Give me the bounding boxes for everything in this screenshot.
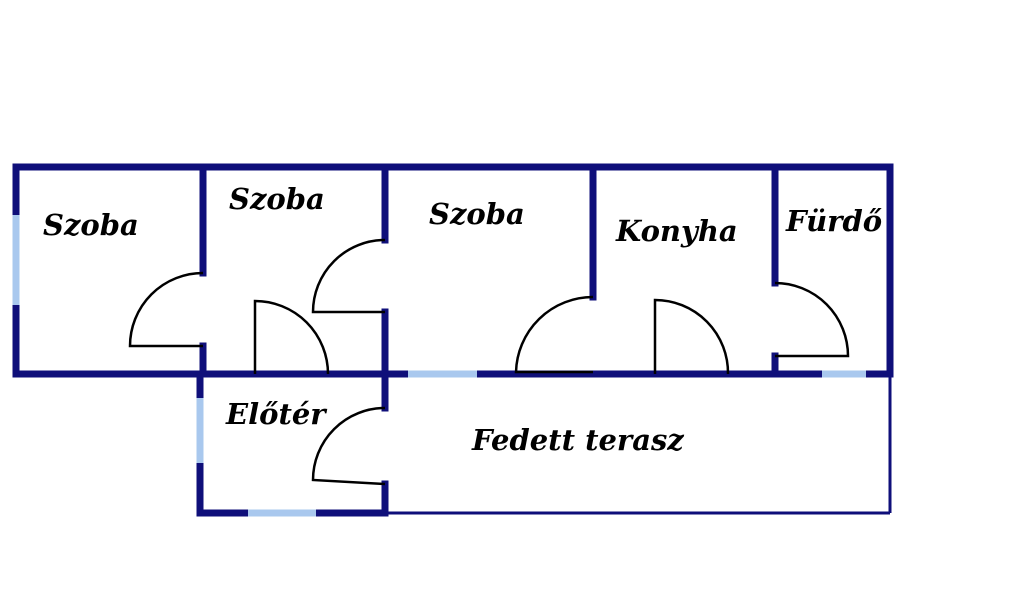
label-kitchen: Konyha — [615, 214, 738, 248]
door-room3 — [311, 238, 386, 314]
label-terrace: Fedett terasz — [471, 423, 684, 457]
door-kitchen-right — [653, 298, 730, 375]
room-labels: Szoba Szoba Szoba Konyha Fürdő Előtér Fe… — [43, 182, 882, 457]
label-room2: Szoba — [229, 182, 325, 216]
label-hall: Előtér — [225, 397, 328, 431]
door-room2 — [253, 299, 330, 375]
door-kitchen-left — [514, 295, 594, 374]
doors — [128, 238, 850, 486]
label-bathroom: Fürdő — [785, 204, 882, 238]
label-room3: Szoba — [429, 197, 525, 231]
door-room1 — [128, 271, 204, 348]
label-room1: Szoba — [43, 208, 139, 242]
door-hall — [311, 406, 386, 486]
door-bathroom — [774, 281, 850, 358]
windows — [12, 215, 866, 517]
